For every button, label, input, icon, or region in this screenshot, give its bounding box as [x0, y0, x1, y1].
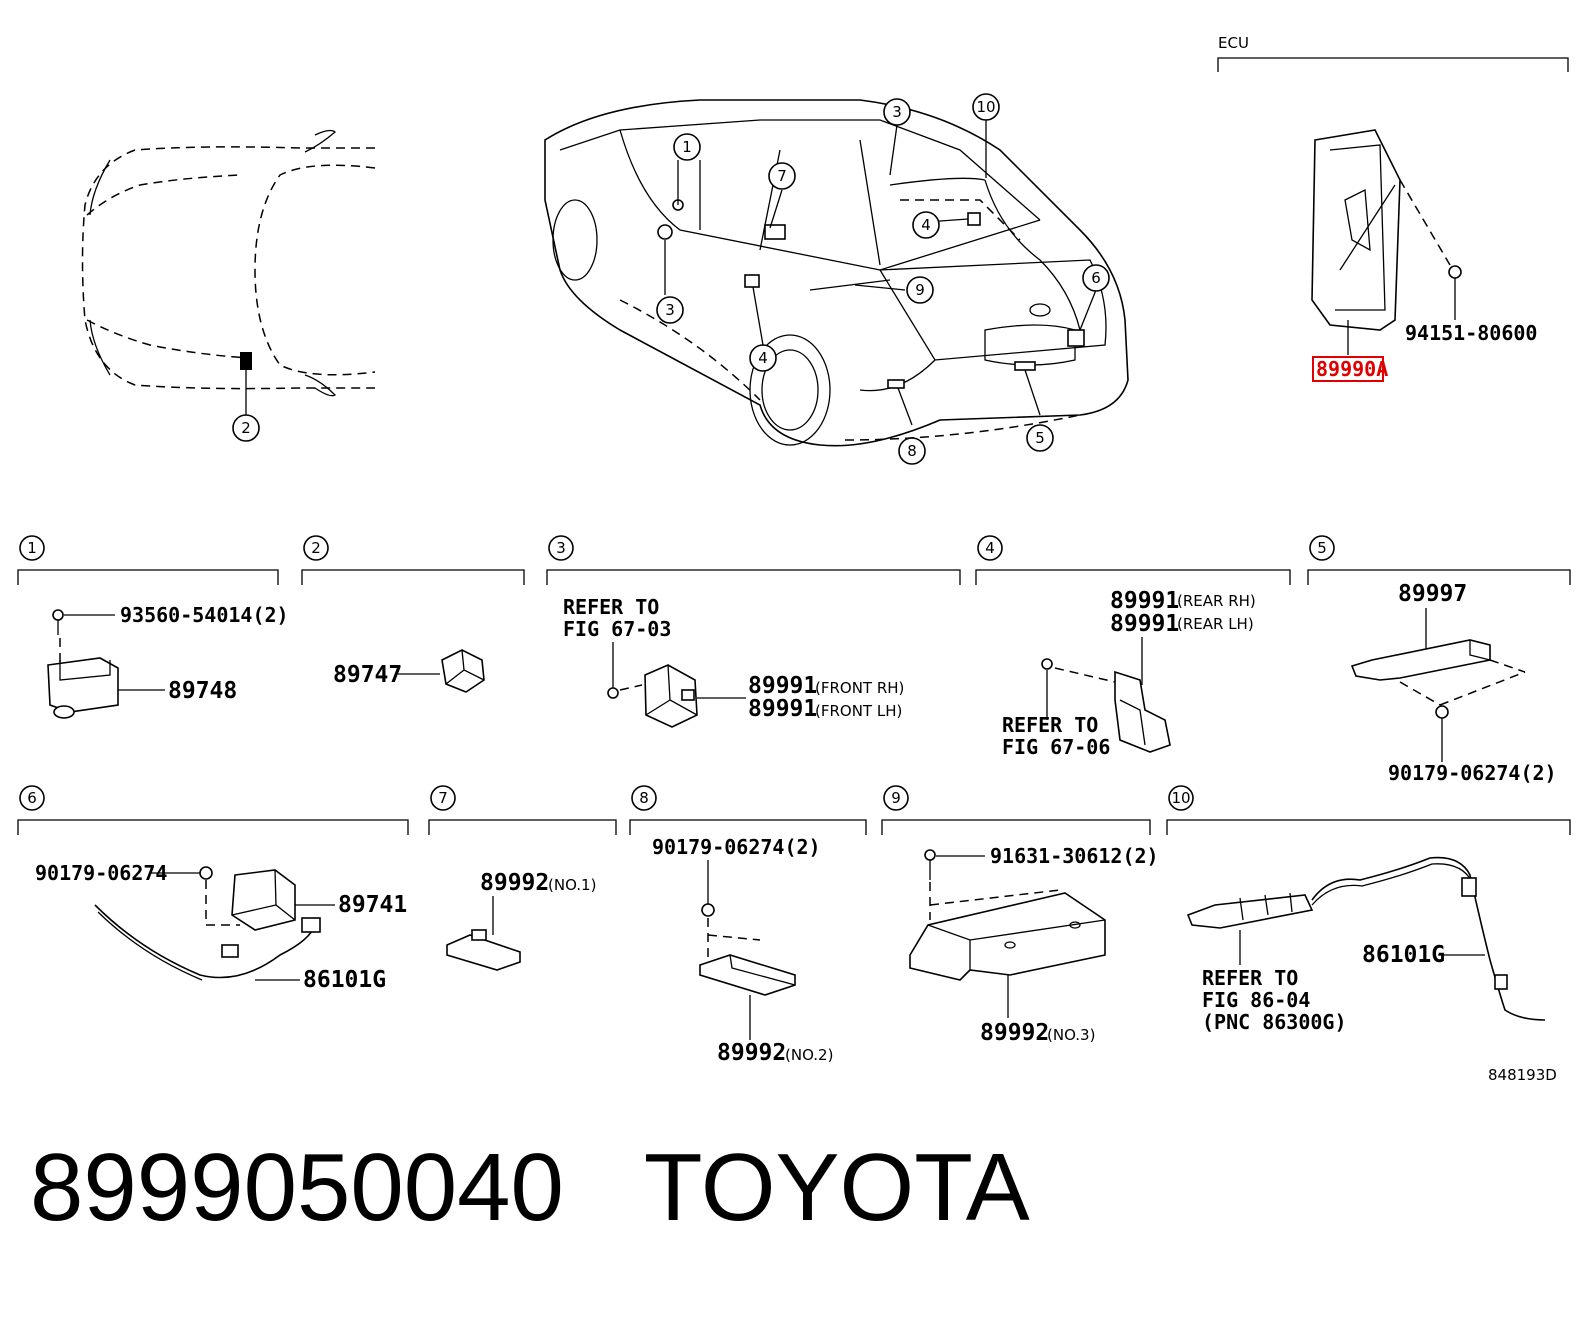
callout-3-bottom: 3	[656, 296, 684, 324]
svg-text:4: 4	[758, 349, 768, 367]
svg-text:3: 3	[892, 103, 902, 121]
s5-part-number: 89997	[1398, 581, 1467, 607]
s4-refer-line1: REFER TO	[1002, 713, 1098, 737]
s4-refer-line2: FIG 67-06	[1002, 735, 1110, 759]
svg-text:4: 4	[921, 216, 931, 234]
svg-text:7: 7	[777, 167, 787, 185]
s4-note-rh: (REAR RH)	[1177, 592, 1256, 610]
callout-8: 8	[898, 437, 926, 465]
car-callouts: 1 2 3 3 4 4 5 6 7 8 9 10	[232, 93, 1110, 465]
s5-nut-part-number: 90179-06274(2)	[1388, 761, 1557, 785]
callout-5: 5	[1026, 424, 1054, 452]
s6-nut-part-number: 90179-06274	[35, 861, 167, 885]
ecu-nut-part-number: 94151-80600	[1405, 321, 1537, 345]
s9-note: (NO.3)	[1047, 1026, 1095, 1044]
car-front-view	[81, 129, 376, 415]
svg-text:2: 2	[241, 419, 251, 437]
section-3: 3 REFER TO FIG 67-03 89991 (FRONT RH) 89…	[546, 535, 961, 728]
callout-6: 6	[1082, 264, 1110, 292]
s4-note-lh: (REAR LH)	[1177, 615, 1254, 633]
svg-text:2: 2	[311, 539, 321, 557]
callout-2: 2	[232, 414, 260, 442]
svg-text:3: 3	[556, 539, 566, 557]
svg-text:8: 8	[639, 789, 649, 807]
section-8: 8 90179-06274(2) 89992 (NO.2)	[629, 785, 867, 1066]
s4-part-number-rh: 89991	[1110, 588, 1179, 614]
diagram-code: 848193D	[1488, 1066, 1557, 1084]
s9-part-number: 89992	[980, 1020, 1049, 1046]
ecu-part-highlight	[1312, 356, 1384, 382]
ecu-assembly: ECU 94151-80600 89990A	[1217, 34, 1569, 382]
callout-4-bottom: 4	[749, 344, 777, 372]
s3-part-number-rh: 89991	[748, 673, 817, 699]
svg-text:4: 4	[985, 539, 995, 557]
s3-note-lh: (FRONT LH)	[815, 702, 902, 720]
section-6: 6 90179-06274 89741 86101G	[17, 785, 409, 993]
s3-note-rh: (FRONT RH)	[815, 679, 904, 697]
ecu-label: ECU	[1218, 34, 1249, 52]
s10-wire-part-number: 86101G	[1362, 942, 1445, 968]
svg-text:7: 7	[438, 789, 448, 807]
svg-text:8: 8	[907, 442, 917, 460]
s3-refer-line2: FIG 67-03	[563, 617, 671, 641]
section-2: 2 89747	[301, 535, 525, 693]
s8-note: (NO.2)	[785, 1046, 833, 1064]
section-5: 5 89997 90179-06274(2)	[1307, 535, 1571, 785]
s7-part-number: 89992	[480, 870, 549, 896]
svg-text:6: 6	[1091, 269, 1101, 287]
s10-refer-line1: REFER TO	[1202, 966, 1298, 990]
footer-brand: TOYOTA	[643, 1134, 1030, 1241]
s8-nut-part-number: 90179-06274(2)	[652, 835, 821, 859]
section-10: 10 86101G REFER TO FIG 86-04 (PNC 86300G…	[1166, 785, 1571, 1034]
svg-text:1: 1	[27, 539, 37, 557]
callout-7: 7	[768, 162, 796, 190]
car-isometric-view	[544, 99, 1129, 447]
svg-text:10: 10	[1171, 789, 1190, 807]
s1-part-number: 89748	[168, 678, 237, 704]
s8-part-number: 89992	[717, 1040, 786, 1066]
svg-text:9: 9	[891, 789, 901, 807]
svg-text:10: 10	[976, 98, 995, 116]
footer-caption: 8999050040 TOYOTA	[30, 1140, 1030, 1236]
s2-part-number: 89747	[333, 662, 402, 688]
section-1: 1 93560-54014(2) 89748	[17, 535, 289, 719]
s3-part-number-lh: 89991	[748, 696, 817, 722]
s3-refer-line1: REFER TO	[563, 595, 659, 619]
s7-note: (NO.1)	[548, 876, 596, 894]
ecu-part-number: 89990A	[1316, 357, 1388, 381]
svg-text:9: 9	[915, 281, 925, 299]
s6-wire-part-number: 86101G	[303, 967, 386, 993]
section-4: 4 89991 (REAR RH) 89991 (REAR LH) REFER …	[975, 535, 1291, 759]
section-7: 7 89992 (NO.1)	[428, 785, 617, 971]
sensor-2-marker	[240, 352, 252, 370]
svg-text:5: 5	[1035, 429, 1045, 447]
s4-part-number-lh: 89991	[1110, 611, 1179, 637]
s10-refer-line3: (PNC 86300G)	[1202, 1010, 1347, 1034]
svg-text:5: 5	[1317, 539, 1327, 557]
section-9: 9 91631-30612(2) 89992 (NO.3)	[881, 785, 1159, 1046]
s9-bolt-part-number: 91631-30612(2)	[990, 844, 1159, 868]
svg-text:3: 3	[665, 301, 675, 319]
callout-9: 9	[906, 276, 934, 304]
footer-part-number: 8999050040	[30, 1134, 564, 1241]
callout-4-top: 4	[912, 211, 940, 239]
callout-1: 1	[673, 133, 701, 161]
s10-refer-line2: FIG 86-04	[1202, 988, 1310, 1012]
callout-10: 10	[972, 93, 1000, 121]
svg-text:1: 1	[682, 138, 692, 156]
callout-3-top: 3	[883, 98, 911, 126]
svg-text:6: 6	[27, 789, 37, 807]
s1-bolt-part-number: 93560-54014(2)	[120, 603, 289, 627]
s6-part-number: 89741	[338, 892, 407, 918]
